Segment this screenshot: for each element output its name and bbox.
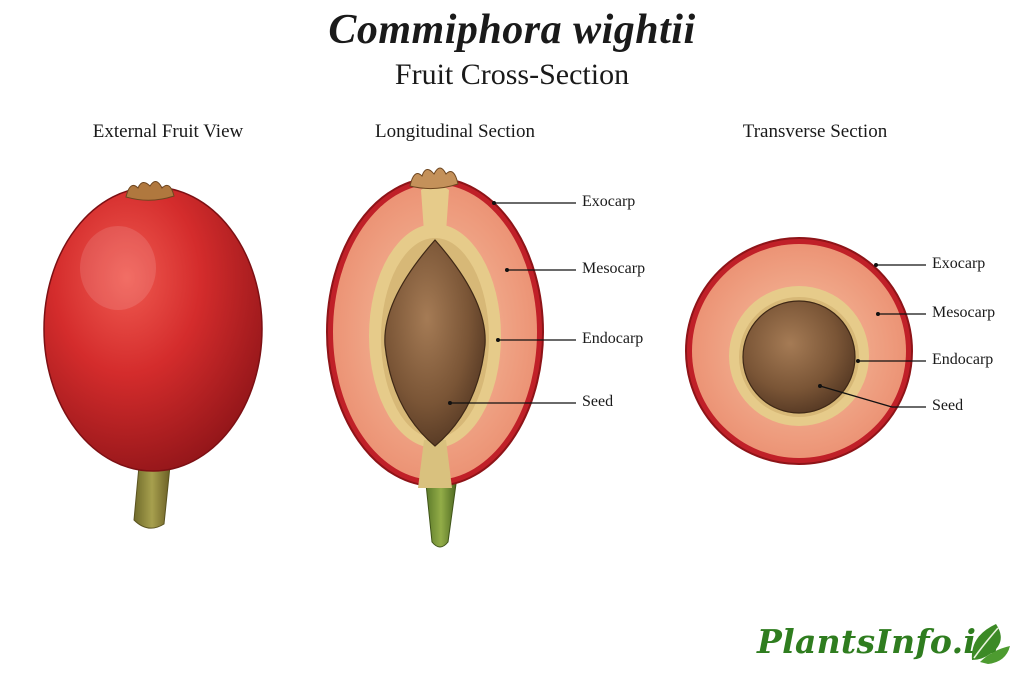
longitudinal-section — [326, 167, 544, 548]
page-subtitle: Fruit Cross-Section — [394, 58, 630, 91]
label-endocarp-longitudinal: Endocarp — [582, 330, 644, 347]
label-endocarp-transverse: Endocarp — [932, 351, 994, 368]
leader-lines-transverse — [819, 264, 926, 408]
calyx-tip-longitudinal — [409, 167, 459, 190]
label-exocarp-longitudinal: Exocarp — [582, 193, 636, 210]
brand-logo-text: PlantsInfo.in — [757, 622, 1001, 661]
calyx-tip — [125, 181, 175, 201]
transverse-section-heading: Transverse Section — [742, 121, 888, 142]
external-view-heading: External Fruit View — [92, 121, 244, 142]
longitudinal-section-heading: Longitudinal Section — [375, 121, 535, 142]
external-fruit — [43, 181, 263, 529]
leader-lines-longitudinal — [450, 202, 576, 404]
label-seed-transverse: Seed — [932, 397, 964, 414]
page-title: Commiphora wightii — [328, 7, 696, 53]
transverse-section — [685, 237, 913, 465]
label-exocarp-transverse: Exocarp — [932, 255, 986, 272]
label-mesocarp-transverse: Mesocarp — [932, 304, 996, 321]
label-mesocarp-longitudinal: Mesocarp — [582, 260, 646, 277]
label-seed-longitudinal: Seed — [582, 393, 614, 410]
leaf-icon — [971, 624, 1010, 664]
